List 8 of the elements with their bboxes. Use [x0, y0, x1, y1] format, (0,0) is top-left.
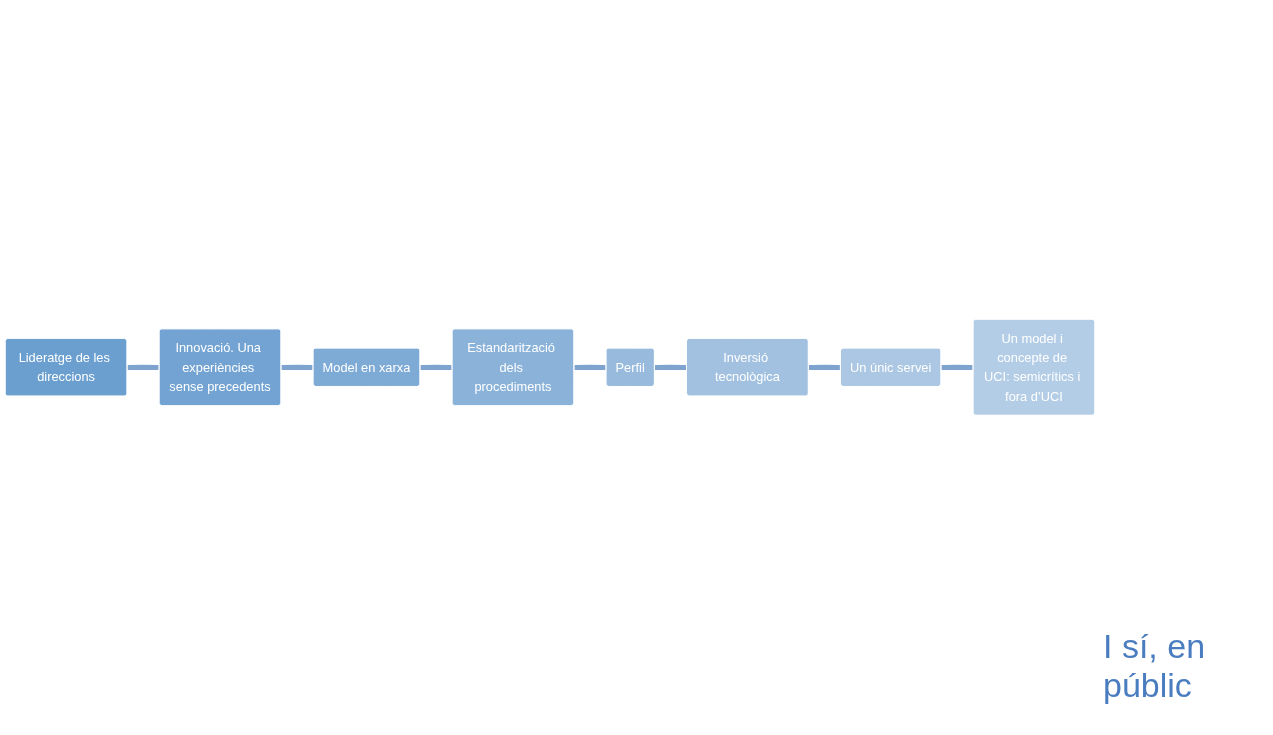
note-text: I sí, en públic: [1103, 627, 1207, 705]
connector: [808, 365, 841, 371]
connector: [941, 365, 974, 371]
connector: [420, 365, 453, 371]
connector: [281, 365, 314, 371]
connector: [574, 365, 607, 371]
connector: [654, 365, 687, 371]
connector: [127, 365, 160, 371]
